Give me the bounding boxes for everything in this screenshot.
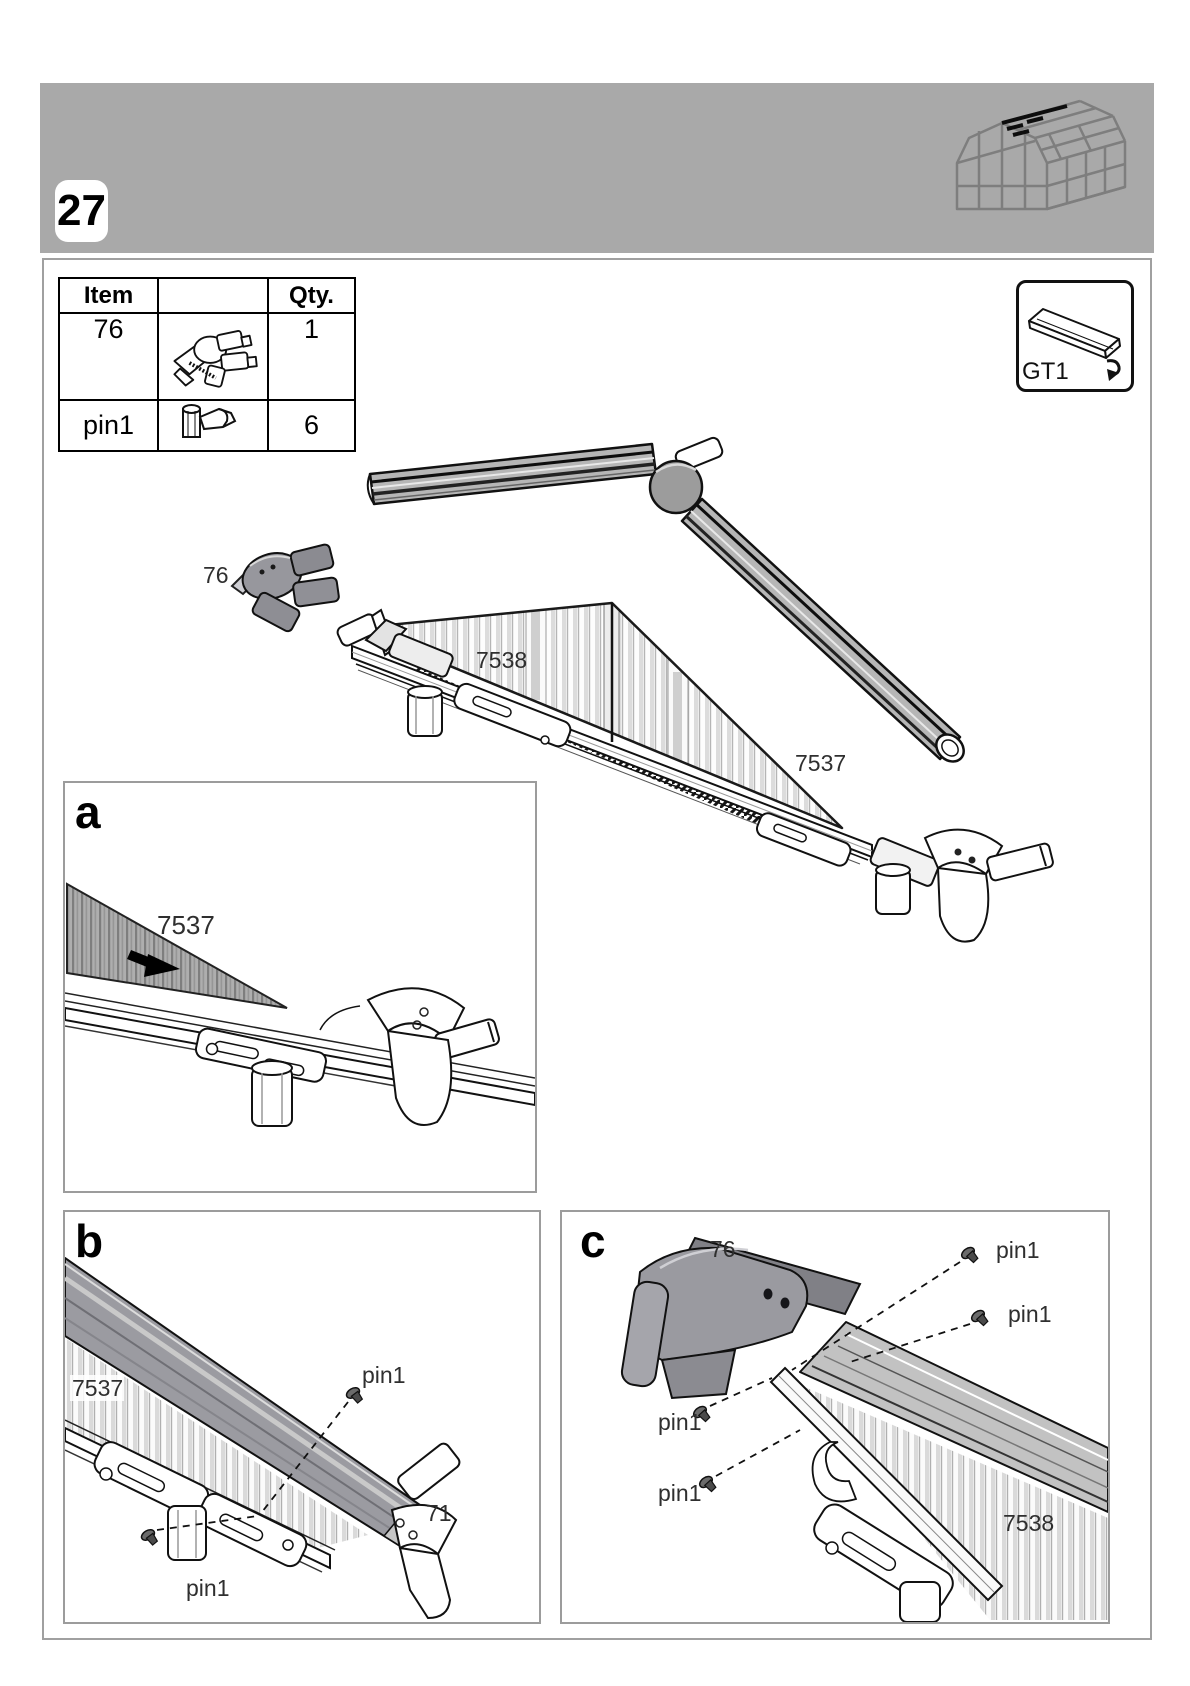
- downpipe-stub: [167, 1505, 207, 1561]
- label-backing: [70, 1375, 124, 1401]
- main-assembly-diagram: 76 7538 7537: [203, 436, 1054, 943]
- apex-connector-76: [230, 543, 340, 633]
- apex-connector-76: [620, 1236, 862, 1400]
- panel-7537-label: 7537: [795, 750, 846, 776]
- parts-table-header-item: Item: [58, 277, 159, 314]
- greenhouse-overview-icon: [955, 99, 1127, 211]
- parts-table-header-image: [157, 277, 269, 314]
- corner-71-label: 71: [426, 1500, 452, 1526]
- panel-b-letter: b: [75, 1215, 104, 1267]
- apex-elbow-connector: [648, 436, 724, 515]
- glazing-beam: [63, 1257, 432, 1547]
- ridge-beam: [799, 1321, 1109, 1513]
- eave-mounting-plate: [453, 682, 852, 867]
- sloped-roof-beam: [680, 497, 965, 763]
- pin1-guide-line: [715, 1429, 801, 1477]
- step-number-badge: 27: [55, 180, 108, 242]
- eave-mounting-plate: [93, 1441, 308, 1568]
- part-item-id: 76: [58, 312, 159, 401]
- parts-table: Item Qty. 76: [58, 277, 356, 452]
- pin1-glyph: [138, 1526, 161, 1549]
- pin1-guide-line: [709, 1377, 773, 1407]
- eave-corner-connector: [319, 987, 500, 1126]
- step-banner: [40, 83, 1154, 253]
- panel-7537-label: 7537: [72, 1375, 123, 1401]
- pin1-label: pin1: [658, 1480, 701, 1506]
- glazing-clip: [811, 1441, 858, 1503]
- pin1-label: pin1: [362, 1362, 405, 1388]
- panel-b-diagram: 7537: [63, 1257, 461, 1620]
- panel-a-diagram: 7537: [64, 882, 536, 1127]
- content-frame: [42, 258, 1152, 1640]
- panel-7538-label: 7538: [1003, 1510, 1054, 1536]
- insert-direction-arrow: [127, 950, 180, 977]
- part-image-cell: [157, 399, 269, 452]
- parts-table-row: 76 1: [58, 312, 356, 401]
- panel-c-diagram: 76 pin1 pin1 pin1 pin1 7538: [620, 1236, 1109, 1623]
- part-qty: 1: [267, 312, 356, 401]
- pin1-guide-line: [849, 1323, 971, 1363]
- connector-76-label: 76: [710, 1236, 736, 1262]
- glazing-pin-icon: [182, 404, 237, 438]
- glazing-tool-label: GT1: [1022, 358, 1069, 385]
- connector-76-label: 76: [203, 562, 229, 588]
- parts-table-header-qty: Qty.: [267, 277, 356, 314]
- pin1-glyph: [968, 1307, 991, 1330]
- downpipe-stub: [251, 1060, 293, 1127]
- gable-left-connector: [336, 608, 454, 737]
- gable-panel-assembly: [358, 603, 842, 828]
- glazing-tool-box: [1016, 280, 1134, 392]
- eave-mounting-plate: [813, 1503, 954, 1623]
- roof-apex-connector-icon: [173, 330, 258, 388]
- detail-panel-b: 7537: [63, 1210, 541, 1624]
- eave-corner-connector: [869, 828, 1054, 943]
- part-item-id: pin1: [58, 399, 159, 452]
- ridge-beam: [366, 442, 658, 506]
- pin1-guide-line: [261, 1401, 349, 1513]
- pin1-label: pin1: [1008, 1301, 1051, 1327]
- panel-c-letter: c: [580, 1215, 606, 1267]
- pin1-label: pin1: [658, 1409, 701, 1435]
- panel-7537-label: 7537: [157, 910, 215, 940]
- panel-7538-corrugation: [800, 1385, 1108, 1620]
- gable-bar: [769, 1366, 1004, 1602]
- parts-table-row: pin1 6: [58, 399, 356, 452]
- step-number: 27: [57, 186, 106, 235]
- panel-a-letter: a: [75, 786, 101, 838]
- detail-panel-c: 76 pin1 pin1 pin1 pin1 7538 c: [560, 1210, 1110, 1624]
- glazing-tool-icon: [1028, 308, 1121, 381]
- pin1-label: pin1: [186, 1575, 229, 1601]
- panel-7537-wedge: [66, 882, 288, 1009]
- detail-panel-a: 7537 a: [63, 781, 537, 1193]
- part-image-cell: [157, 312, 269, 401]
- pin1-glyph: [958, 1244, 981, 1267]
- pin1-guide-line: [156, 1515, 259, 1531]
- part-qty: 6: [267, 399, 356, 452]
- panel-7538-label: 7538: [476, 647, 527, 673]
- panel-7537-corrugation: [65, 1338, 368, 1550]
- corner-connector-71: [390, 1442, 461, 1620]
- pin1-label: pin1: [996, 1237, 1039, 1263]
